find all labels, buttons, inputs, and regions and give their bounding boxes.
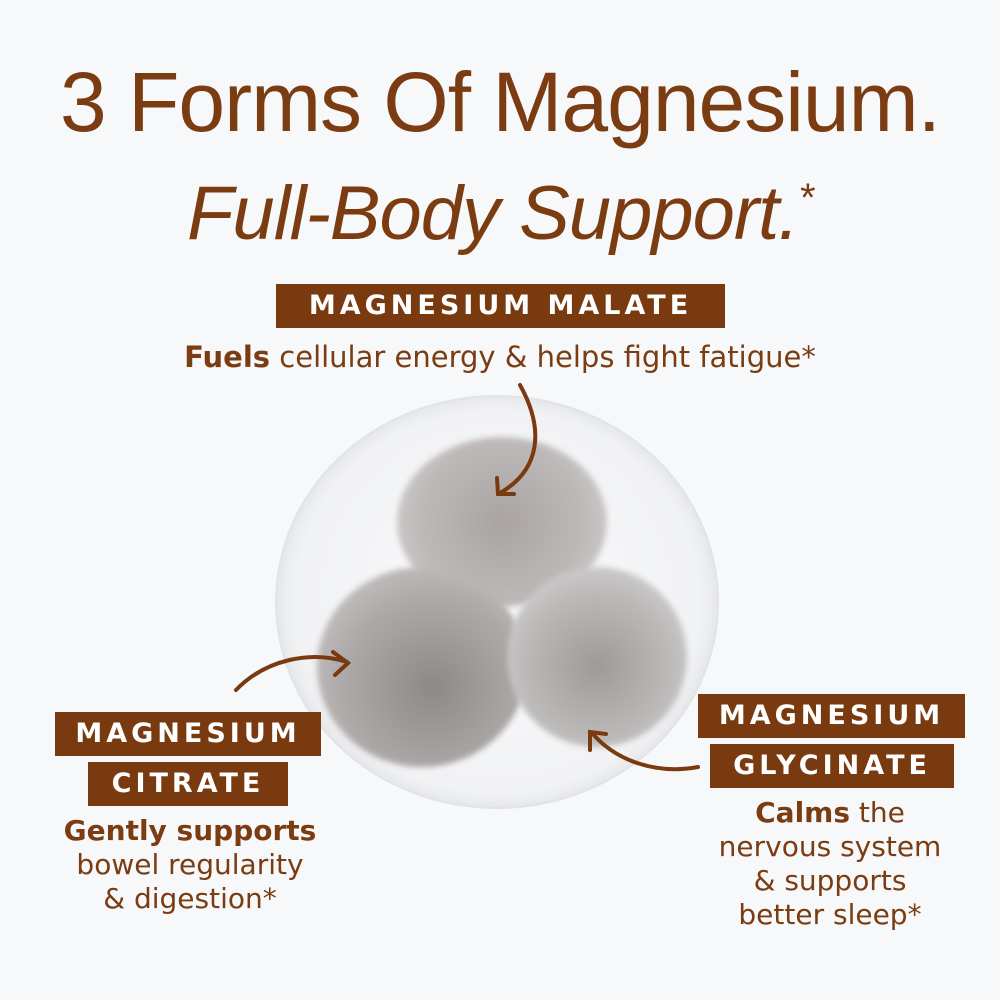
citrate-bold: Gently supports: [63, 814, 317, 847]
citrate-tag-line1: MAGNESIUM: [55, 712, 321, 756]
glycinate-arrowhead: [588, 729, 608, 752]
citrate-tag-line2: CITRATE: [88, 762, 288, 806]
glycinate-tag-line2: GLYCINATE: [710, 744, 954, 788]
glycinate-bold: Calms: [755, 796, 851, 829]
malate-description: Fuels cellular energy & helps fight fati…: [100, 340, 900, 374]
glycinate-description: Calms the nervous system & supports bett…: [690, 796, 970, 932]
malate-bold: Fuels: [184, 340, 271, 374]
malate-arrowhead: [495, 476, 516, 496]
asterisk: *: [798, 176, 814, 220]
petri-dish-image: [275, 395, 719, 809]
headline: 3 Forms Of Magnesium.: [60, 55, 941, 149]
glycinate-powder: [507, 567, 687, 747]
malate-text: cellular energy & helps fight fatigue*: [270, 340, 816, 374]
glycinate-tag-line1: MAGNESIUM: [698, 694, 965, 738]
citrate-arrowhead: [331, 650, 352, 677]
glycinate-line4: better sleep*: [738, 898, 922, 931]
glycinate-line1: the: [850, 796, 905, 829]
citrate-line3: & digestion*: [103, 882, 277, 915]
glycinate-line2: nervous system: [718, 830, 942, 863]
citrate-description: Gently supports bowel regularity & diges…: [40, 814, 340, 916]
malate-arrow: [498, 383, 538, 495]
glycinate-arrow: [590, 731, 700, 772]
glycinate-line3: & supports: [753, 864, 907, 897]
malate-tag: MAGNESIUM MALATE: [276, 284, 725, 328]
subheadline: Full-Body Support.*: [0, 150, 1000, 262]
subheadline-text: Full-Body Support.: [187, 171, 799, 256]
citrate-arrow: [234, 655, 349, 692]
citrate-line2: bowel regularity: [76, 848, 304, 881]
citrate-powder: [317, 567, 527, 767]
